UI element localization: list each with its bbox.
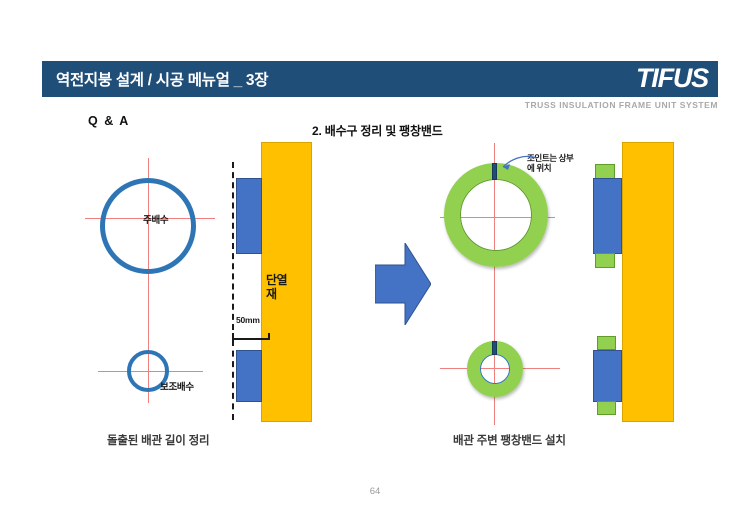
caption-left: 돌출된 배관 길이 정리 [107, 435, 210, 447]
qa-label: Q & A [88, 114, 130, 128]
crosshair-vertical-connector-left [148, 283, 149, 345]
expansion-band-lower-top [597, 336, 616, 350]
expansion-band-lower-bottom [597, 401, 616, 415]
expansion-band-ring-large-inner-edge [460, 179, 532, 251]
header-bar: 역전지붕 설계 / 시공 메뉴얼 _ 3장 TIFUS [42, 61, 718, 97]
pipe-block-upper-right [593, 178, 622, 254]
brand-tagline: TRUSS INSULATION FRAME UNIT SYSTEM [524, 100, 718, 110]
crosshair-vertical-connector-right [494, 278, 495, 343]
pipe-block-upper-left [236, 178, 262, 254]
flow-arrow-icon [374, 241, 432, 327]
dimension-label-50mm: 50mm [236, 315, 260, 325]
main-drain-label: 주배수 [143, 215, 169, 226]
main-drain-ring [100, 178, 196, 274]
joint-mark-large [492, 163, 497, 180]
page-title: 역전지붕 설계 / 시공 메뉴얼 _ 3장 [56, 72, 269, 89]
insulation-bar-right [622, 142, 674, 422]
joint-note-label: 조인트는 상부에 위치 [527, 153, 574, 174]
pipe-block-lower-right [593, 350, 622, 402]
sub-drain-label: 보조배수 [160, 382, 194, 393]
expansion-band-upper-top [595, 164, 615, 179]
reference-dashed-line-lower [232, 340, 234, 420]
dimension-bracket [232, 333, 270, 340]
joint-mark-small [492, 341, 497, 355]
insulation-bar-left [261, 142, 312, 422]
insulation-label: 단열재 [266, 273, 288, 301]
pipe-block-lower-left [236, 350, 262, 402]
section-title: 2. 배수구 정리 및 팽창밴드 [312, 124, 443, 138]
tifus-logo: TIFUS [636, 62, 709, 93]
joint-leader-arrow-icon [498, 152, 538, 178]
expansion-band-upper-bottom [595, 253, 615, 268]
expansion-band-ring-small-inner-edge [480, 354, 510, 384]
reference-dashed-line-upper [232, 162, 234, 330]
caption-right: 배관 주변 팽창밴드 설치 [453, 435, 566, 447]
page-number: 64 [369, 486, 381, 497]
sub-drain-ring [127, 350, 169, 392]
